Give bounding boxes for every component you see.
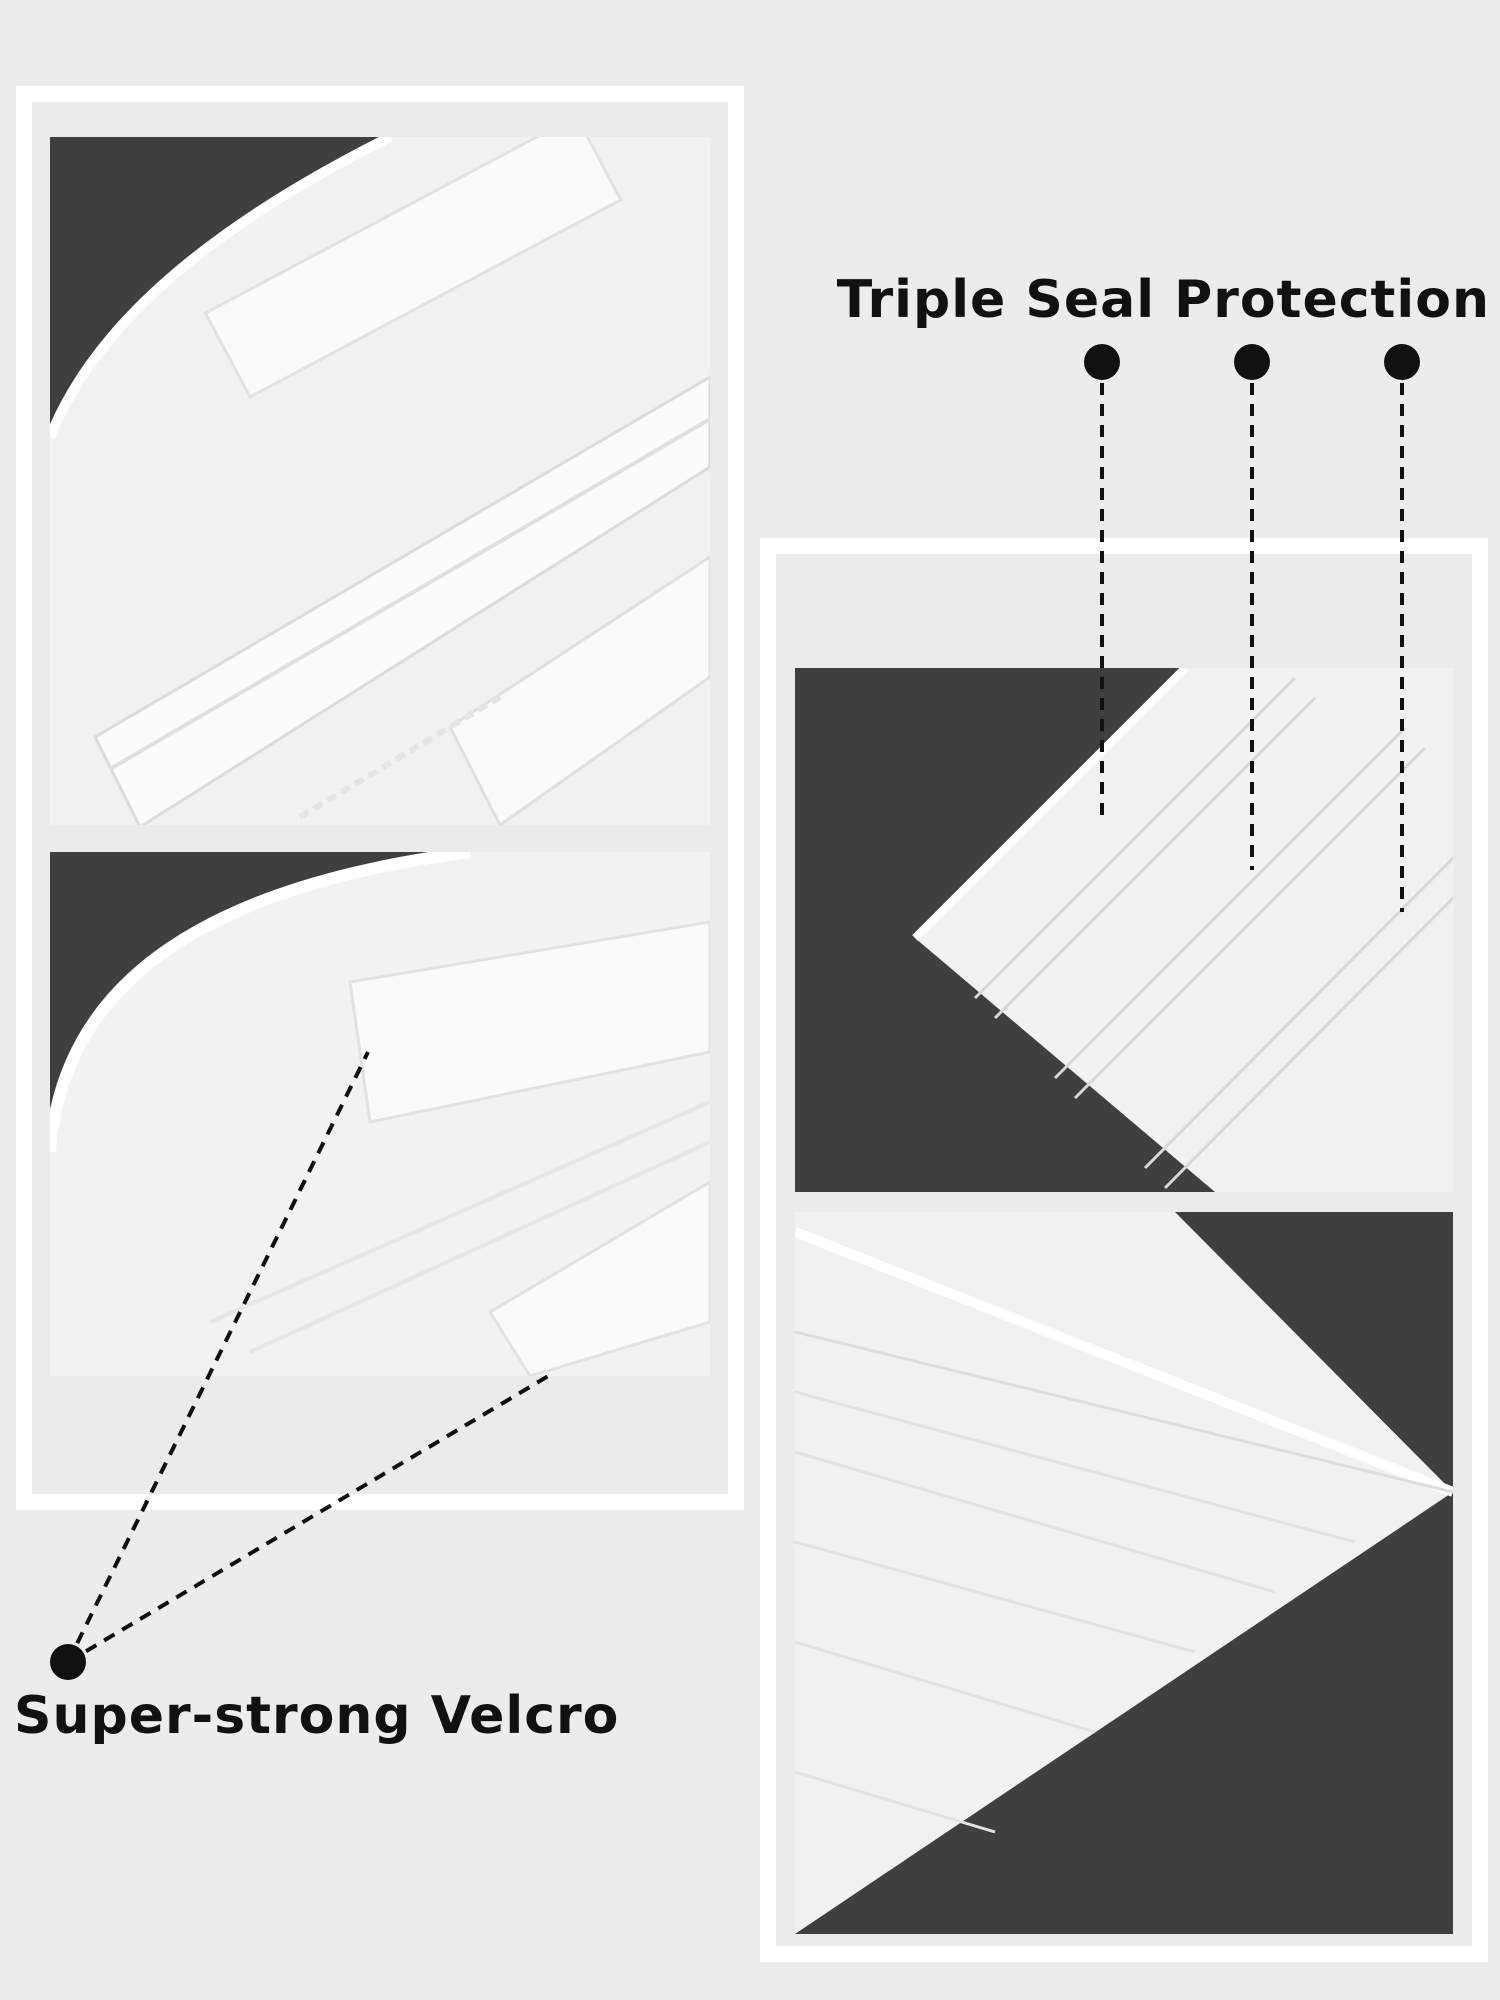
velcro-marker-dot-icon bbox=[50, 1644, 86, 1680]
velcro-callout-label: Super-strong Velcro bbox=[14, 1686, 620, 1746]
seal-callout-lines bbox=[1100, 362, 1404, 912]
seal-marker-dot-icon-1 bbox=[1084, 344, 1120, 380]
seal-closeup-photo-bottom bbox=[795, 1212, 1453, 1934]
seal-closeup-photo-top bbox=[795, 668, 1453, 1192]
seal-callout-label: Triple Seal Protection bbox=[836, 270, 1490, 330]
velcro-leader-line-2 bbox=[66, 1370, 557, 1664]
seal-marker-dot-icon-2 bbox=[1234, 344, 1270, 380]
seal-marker-dot-icon-3 bbox=[1384, 344, 1420, 380]
velcro-closeup-photo-top bbox=[50, 137, 710, 825]
velcro-callout-lines bbox=[66, 1051, 557, 1664]
velcro-leader-line-1 bbox=[66, 1051, 370, 1663]
velcro-closeup-photo-bottom bbox=[50, 852, 710, 1376]
